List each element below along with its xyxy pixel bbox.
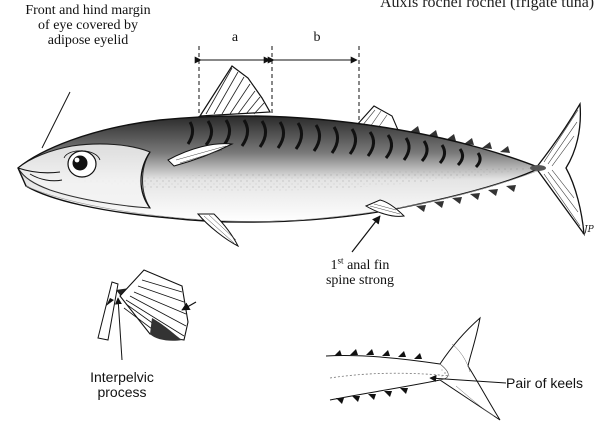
- interpelvic-pointer-arrow: [118, 298, 122, 360]
- eyelid-label: Front and hind margin of eye covered by …: [8, 3, 168, 48]
- anal-fin-label: 1st anal fin spine strong: [300, 258, 420, 288]
- caudal-keel: [530, 165, 546, 171]
- fish-main: [18, 66, 584, 246]
- anal-fin-rest: anal fin: [344, 258, 390, 273]
- anal-fin-label-line-1: 1st anal fin: [300, 258, 420, 273]
- keels-label: Pair of keels: [506, 376, 606, 391]
- anal-fin-num: 1: [331, 258, 338, 273]
- measure-b-label: b: [310, 30, 324, 45]
- tail-keel-detail: [326, 318, 506, 420]
- interpelvic-label-line-1: Interpelvic: [72, 370, 172, 385]
- eyelid-label-line-2: of eye covered by: [8, 18, 168, 33]
- eyelid-pointer-line: [42, 92, 70, 148]
- measure-a-label: a: [228, 30, 242, 45]
- interpelvic-label-line-2: process: [72, 385, 172, 400]
- artist-signature: JP: [582, 225, 595, 235]
- interpelvic-process-shape: [98, 282, 118, 340]
- interpelvic-label: Interpelvic process: [72, 370, 172, 400]
- eyelid-label-line-1: Front and hind margin: [8, 3, 168, 18]
- eyelid-label-line-3: adipose eyelid: [8, 33, 168, 48]
- tail-keel-outline: [326, 318, 500, 420]
- pelvic-detail: [98, 270, 196, 360]
- anal-fin-pointer-arrow: [352, 216, 380, 252]
- anal-fin-label-line-2: spine strong: [300, 273, 420, 288]
